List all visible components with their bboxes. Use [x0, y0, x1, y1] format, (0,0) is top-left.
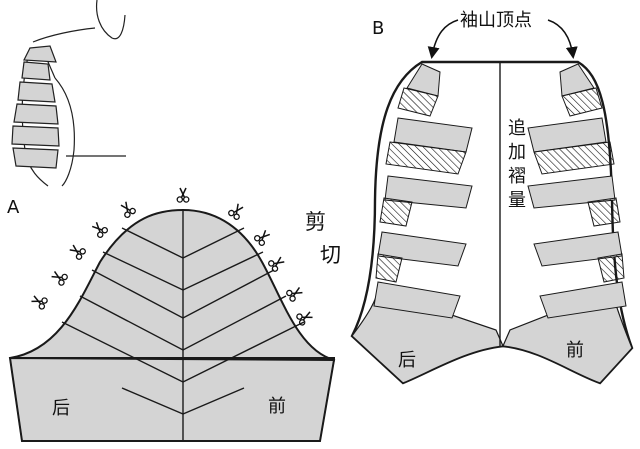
scissors-icon	[89, 219, 110, 240]
sleeve-cap-top-label: 袖山顶点	[460, 10, 532, 31]
front-label-a: 前	[268, 396, 286, 417]
cut-label-1: 剪	[305, 210, 326, 234]
scissors-icon	[295, 308, 315, 327]
cut-label-2: 切	[320, 243, 341, 267]
scissors-icon	[285, 284, 305, 303]
panel-b-label: B	[372, 18, 384, 39]
back-label-a: 后	[52, 398, 70, 419]
center-label-2: 加	[508, 142, 526, 163]
scissors-icon	[117, 199, 137, 220]
panel-b-sleeve	[350, 60, 634, 385]
panel-a-label: A	[7, 197, 20, 218]
front-label-b: 前	[566, 340, 584, 361]
scissors-icon	[227, 201, 247, 222]
back-label-b: 后	[398, 350, 416, 371]
panel-a-sleeve	[8, 208, 336, 442]
scissors-icon	[176, 187, 190, 203]
center-label-3: 褶	[508, 166, 526, 187]
scissors-icon	[29, 292, 49, 311]
scissors-icon	[266, 253, 287, 273]
scissors-icon	[67, 241, 88, 261]
center-label-4: 量	[508, 190, 526, 211]
center-label-1: 追	[508, 118, 526, 139]
figure-sketch	[11, 0, 126, 187]
scissors-icon	[252, 227, 273, 248]
top-arrows	[427, 19, 578, 59]
scissors-icon	[49, 268, 69, 287]
